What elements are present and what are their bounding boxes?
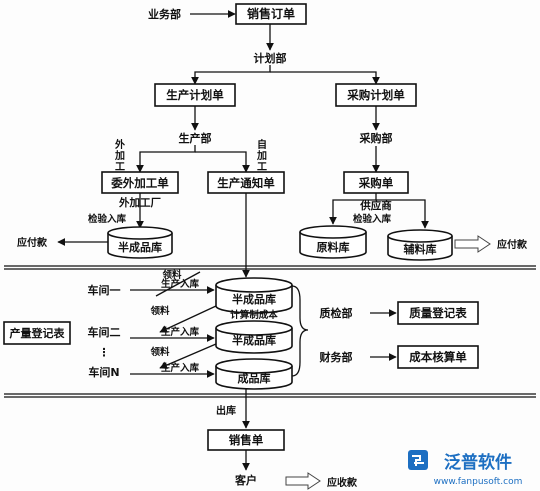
label-self-char-3: 工 — [257, 162, 267, 173]
arrow-to-production-notice — [195, 151, 250, 173]
box-purchase-order — [343, 171, 409, 194]
cylinder-semi-store-mid — [215, 277, 293, 314]
line-pick-1 — [155, 271, 201, 297]
label-semi-store-low: 半成品库 — [232, 333, 276, 347]
label-production-register: 产量登记表 — [10, 326, 66, 340]
label-planning-dept: 计划部 — [254, 51, 287, 65]
label-inspect-left: 检验入库 — [88, 213, 127, 225]
label-self-char-1: 自 — [257, 138, 267, 151]
cylinder-finished-store — [215, 358, 293, 390]
label-cost-accounting: 成本核算单 — [409, 350, 467, 364]
label-production-plan: 生产计划单 — [166, 88, 224, 102]
label-workshop-dots: ⋮ — [99, 346, 110, 359]
box-production-notice — [207, 171, 285, 194]
label-outsource-char-1: 外 — [114, 138, 125, 151]
label-purchase-plan: 采购计划单 — [346, 88, 405, 102]
box-cost-accounting — [397, 345, 479, 369]
box-production-register — [3, 321, 71, 345]
label-outsource-factory: 外加工厂 — [118, 196, 161, 209]
label-workshop-1: 车间一 — [88, 283, 121, 297]
label-workshop-2: 车间二 — [88, 325, 121, 339]
box-sales-order — [235, 3, 307, 25]
label-outbound: 出库 — [216, 404, 236, 417]
label-outsource-char-3: 工 — [115, 162, 125, 173]
label-purchase-dept: 采购部 — [359, 131, 393, 145]
arrow-to-raw-store — [329, 193, 377, 225]
label-stock-in-3: 生产入库 — [161, 362, 200, 374]
label-inspect-right: 检验入库 — [353, 213, 392, 225]
label-sales-slip: 销售单 — [229, 433, 264, 447]
label-supplier: 供应商 — [359, 199, 392, 212]
label-outsource-char-2: 加 — [114, 149, 125, 162]
box-outsource-order — [101, 171, 179, 194]
label-sales-dept: 业务部 — [148, 7, 181, 21]
logo-brand-text: 泛普软件 — [444, 452, 512, 473]
arrow-planning-to-purchase-plan — [270, 71, 380, 85]
label-pick-2: 领料 — [150, 305, 170, 317]
cylinder-semi-store-low — [215, 320, 293, 354]
label-cost-calc: 计算制成本 — [230, 309, 278, 321]
brand-logo: 泛普软件 www.fanpusoft.com — [408, 450, 522, 487]
cylinder-raw-store — [299, 225, 367, 259]
label-purchase-order: 采购单 — [358, 176, 394, 190]
hollow-arrow-payable-right — [454, 235, 491, 253]
label-receivable: 应收款 — [327, 476, 358, 489]
box-production-plan — [154, 83, 236, 107]
label-finished-store: 成品库 — [238, 371, 271, 385]
box-quality-register — [397, 301, 479, 325]
label-workshop-n: 车间N — [88, 365, 119, 379]
arrow-to-aux-store — [376, 199, 429, 229]
label-pick-3: 领料 — [150, 346, 170, 358]
box-sales-slip — [207, 429, 285, 451]
grouping-brace — [291, 285, 309, 377]
cylinder-aux-store — [387, 229, 453, 261]
label-production-dept: 生产部 — [179, 131, 212, 145]
label-stock-in-2: 生产入库 — [161, 326, 200, 338]
arrow-pick-2 — [159, 305, 217, 333]
label-finance-dept: 财务部 — [319, 350, 353, 364]
label-sales-order: 销售订单 — [247, 6, 295, 21]
logo-url-text: www.fanpusoft.com — [434, 477, 523, 487]
arrow-pick-3 — [159, 343, 217, 369]
label-payable-left: 应付款 — [17, 236, 48, 249]
hollow-arrow-receivable — [285, 472, 321, 490]
label-aux-store: 辅料库 — [404, 242, 437, 256]
label-self-char-2: 加 — [256, 149, 267, 162]
cylinder-semi-store-top — [107, 226, 173, 259]
label-semi-store-top: 半成品库 — [118, 240, 162, 254]
label-stock-in-1: 生产入库 — [161, 278, 200, 290]
label-production-notice: 生产通知单 — [217, 176, 275, 190]
label-raw-store: 原料库 — [317, 240, 350, 254]
label-quality-register: 质量登记表 — [409, 306, 467, 320]
arrow-to-outsource-order — [136, 145, 196, 173]
label-semi-store-mid: 半成品库 — [232, 292, 276, 306]
label-pick-1: 领料 — [162, 269, 182, 281]
label-qc-dept: 质检部 — [320, 306, 353, 320]
label-outsource-order: 委外加工单 — [110, 176, 169, 190]
label-payable-right: 应付款 — [497, 238, 528, 251]
label-customer: 客户 — [234, 473, 257, 487]
box-purchase-plan — [335, 83, 417, 107]
arrow-planning-to-production-plan — [191, 65, 271, 85]
